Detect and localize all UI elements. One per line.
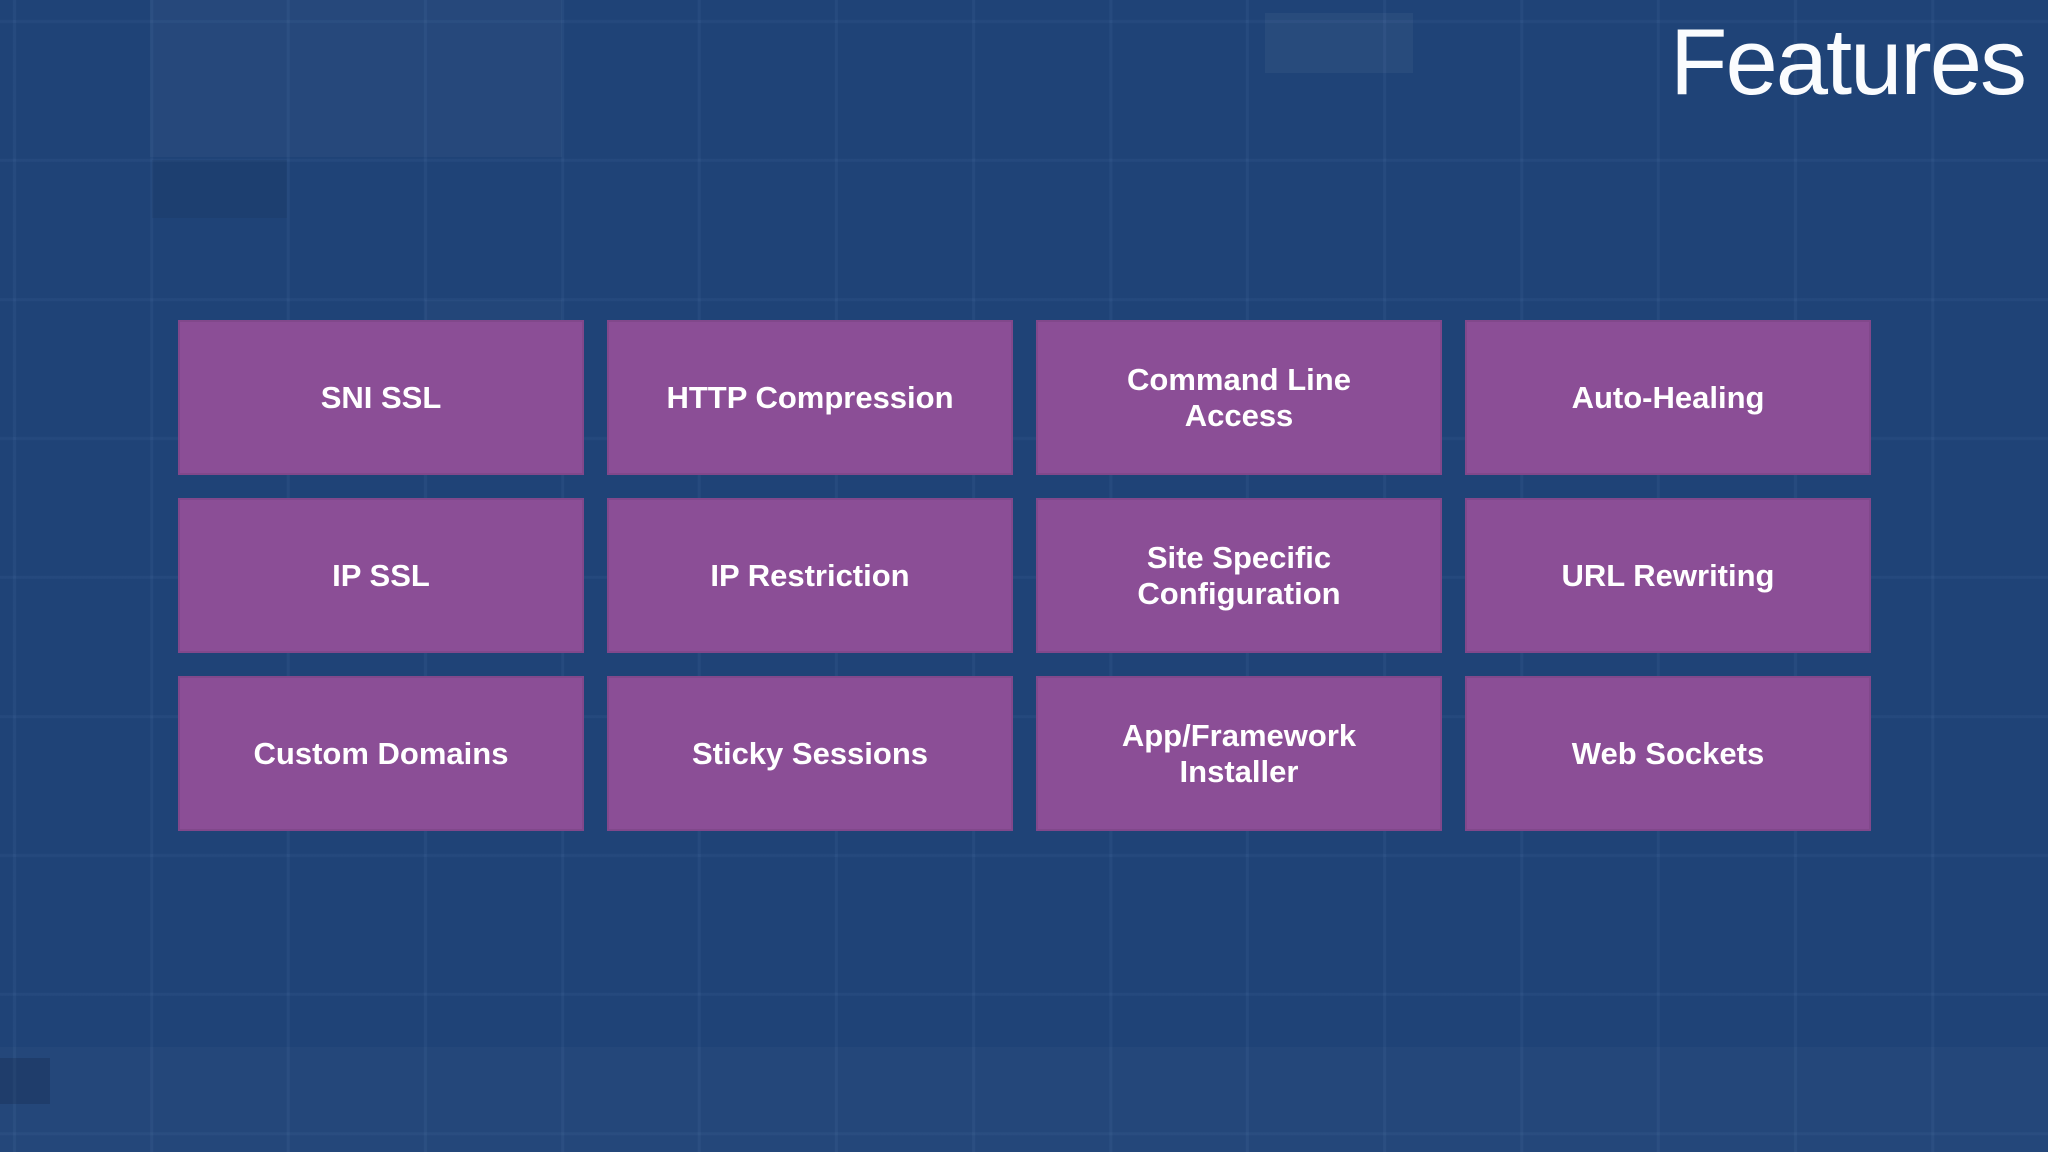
feature-tile-command-line-access: Command Line Access [1036,320,1442,475]
background-tile-patch [0,1047,2048,1152]
background-corner-dark-patch [0,1058,50,1104]
feature-tile-label: IP Restriction [710,557,910,593]
feature-tile-auto-healing: Auto-Healing [1465,320,1871,475]
feature-tile-web-sockets: Web Sockets [1465,676,1871,831]
slide-title: Features [1670,9,2027,114]
background-tile-patch [152,160,287,218]
feature-tile-ip-restriction: IP Restriction [607,498,1013,653]
feature-tile-custom-domains: Custom Domains [178,676,584,831]
feature-tile-http-compression: HTTP Compression [607,320,1013,475]
feature-tile-label: URL Rewriting [1561,557,1775,593]
feature-tile-label: App/Framework Installer [1121,717,1357,789]
feature-tile-url-rewriting: URL Rewriting [1465,498,1871,653]
feature-tile-ip-ssl: IP SSL [178,498,584,653]
background-tile-patch [150,0,562,157]
feature-tile-site-specific-configuration: Site Specific Configuration [1036,498,1442,653]
feature-tile-label: Sticky Sessions [691,735,929,771]
feature-tile-app-framework-installer: App/Framework Installer [1036,676,1442,831]
feature-tile-label: SNI SSL [320,379,442,415]
feature-tile-sticky-sessions: Sticky Sessions [607,676,1013,831]
feature-tile-label: Web Sockets [1571,735,1765,771]
feature-tile-sni-ssl: SNI SSL [178,320,584,475]
feature-tile-label: IP SSL [332,557,430,593]
feature-tile-grid: SNI SSL HTTP Compression Command Line Ac… [178,320,1871,831]
feature-tile-label: Site Specific Configuration [1137,539,1341,611]
feature-tile-label: Custom Domains [253,735,509,771]
feature-tile-label: Auto-Healing [1571,379,1765,415]
feature-tile-label: HTTP Compression [666,379,954,415]
feature-tile-label: Command Line Access [1127,361,1351,433]
background-tile-patch [1265,13,1413,73]
